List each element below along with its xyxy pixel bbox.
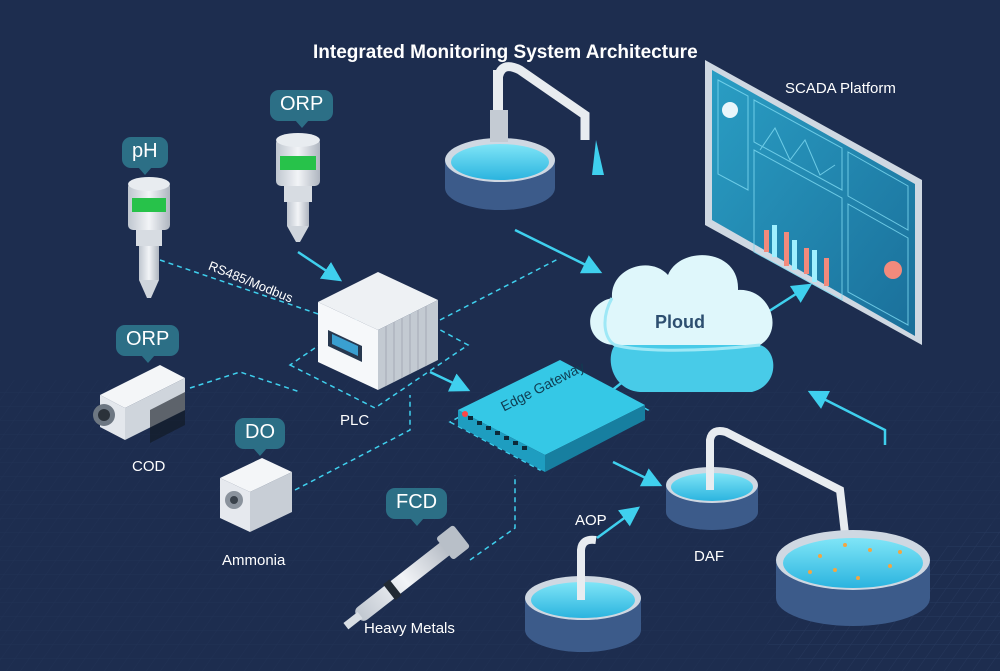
aop-to-daf-arrow [596, 506, 641, 540]
tank-to-cloud-arrow [514, 228, 603, 274]
plc-zone-outline [288, 299, 470, 409]
heavy-metal-probe-icon [343, 525, 470, 630]
orp-top-badge: ORP [270, 90, 334, 128]
orp-cod-badge: ORP [116, 325, 180, 363]
gateway-icon [458, 360, 645, 472]
scada-screen-icon [705, 60, 922, 345]
heavy-to-gateway-line [469, 475, 516, 561]
plc-to-gateway-arrow [429, 370, 471, 392]
gateway-to-daf-arrow [612, 460, 663, 487]
cod-analyzer-icon [93, 365, 185, 443]
orp-sensor-icon [276, 133, 320, 242]
plc-to-cloud-line [439, 257, 561, 321]
plc-label: PLC [340, 412, 370, 429]
cod-to-plc-line [189, 371, 301, 393]
ammonia-analyzer-icon [220, 458, 292, 532]
tank-icon [445, 62, 604, 210]
aop-label: AOP [575, 512, 607, 529]
orp-to-plc-arrow [297, 250, 343, 282]
heavy-metals-label: Heavy Metals [364, 620, 455, 637]
tank-icon [666, 427, 852, 561]
ph-badge: pH [122, 137, 168, 175]
cloud-icon [590, 255, 774, 392]
scada-label: SCADA Platform [785, 80, 896, 97]
ammonia-label: Ammonia [222, 552, 286, 569]
fcd-badge: FCD [386, 488, 448, 526]
plc-rack-icon [318, 272, 438, 390]
ph-to-plc-line [159, 259, 331, 319]
page-title: Integrated Monitoring System Architectur… [313, 42, 698, 63]
cod-label: COD [132, 458, 166, 475]
signal-lines [159, 257, 650, 561]
tank-icon [525, 535, 641, 652]
do-badge: DO [235, 418, 285, 456]
ammonia-to-gateway-line [294, 395, 411, 491]
feedback-arrow [807, 390, 887, 445]
cloud-label: Ploud [655, 312, 705, 332]
ph-sensor-icon [128, 177, 170, 298]
gateway-zone-outline [448, 361, 650, 471]
daf-label: DAF [694, 548, 724, 565]
tank-icon [776, 530, 930, 626]
